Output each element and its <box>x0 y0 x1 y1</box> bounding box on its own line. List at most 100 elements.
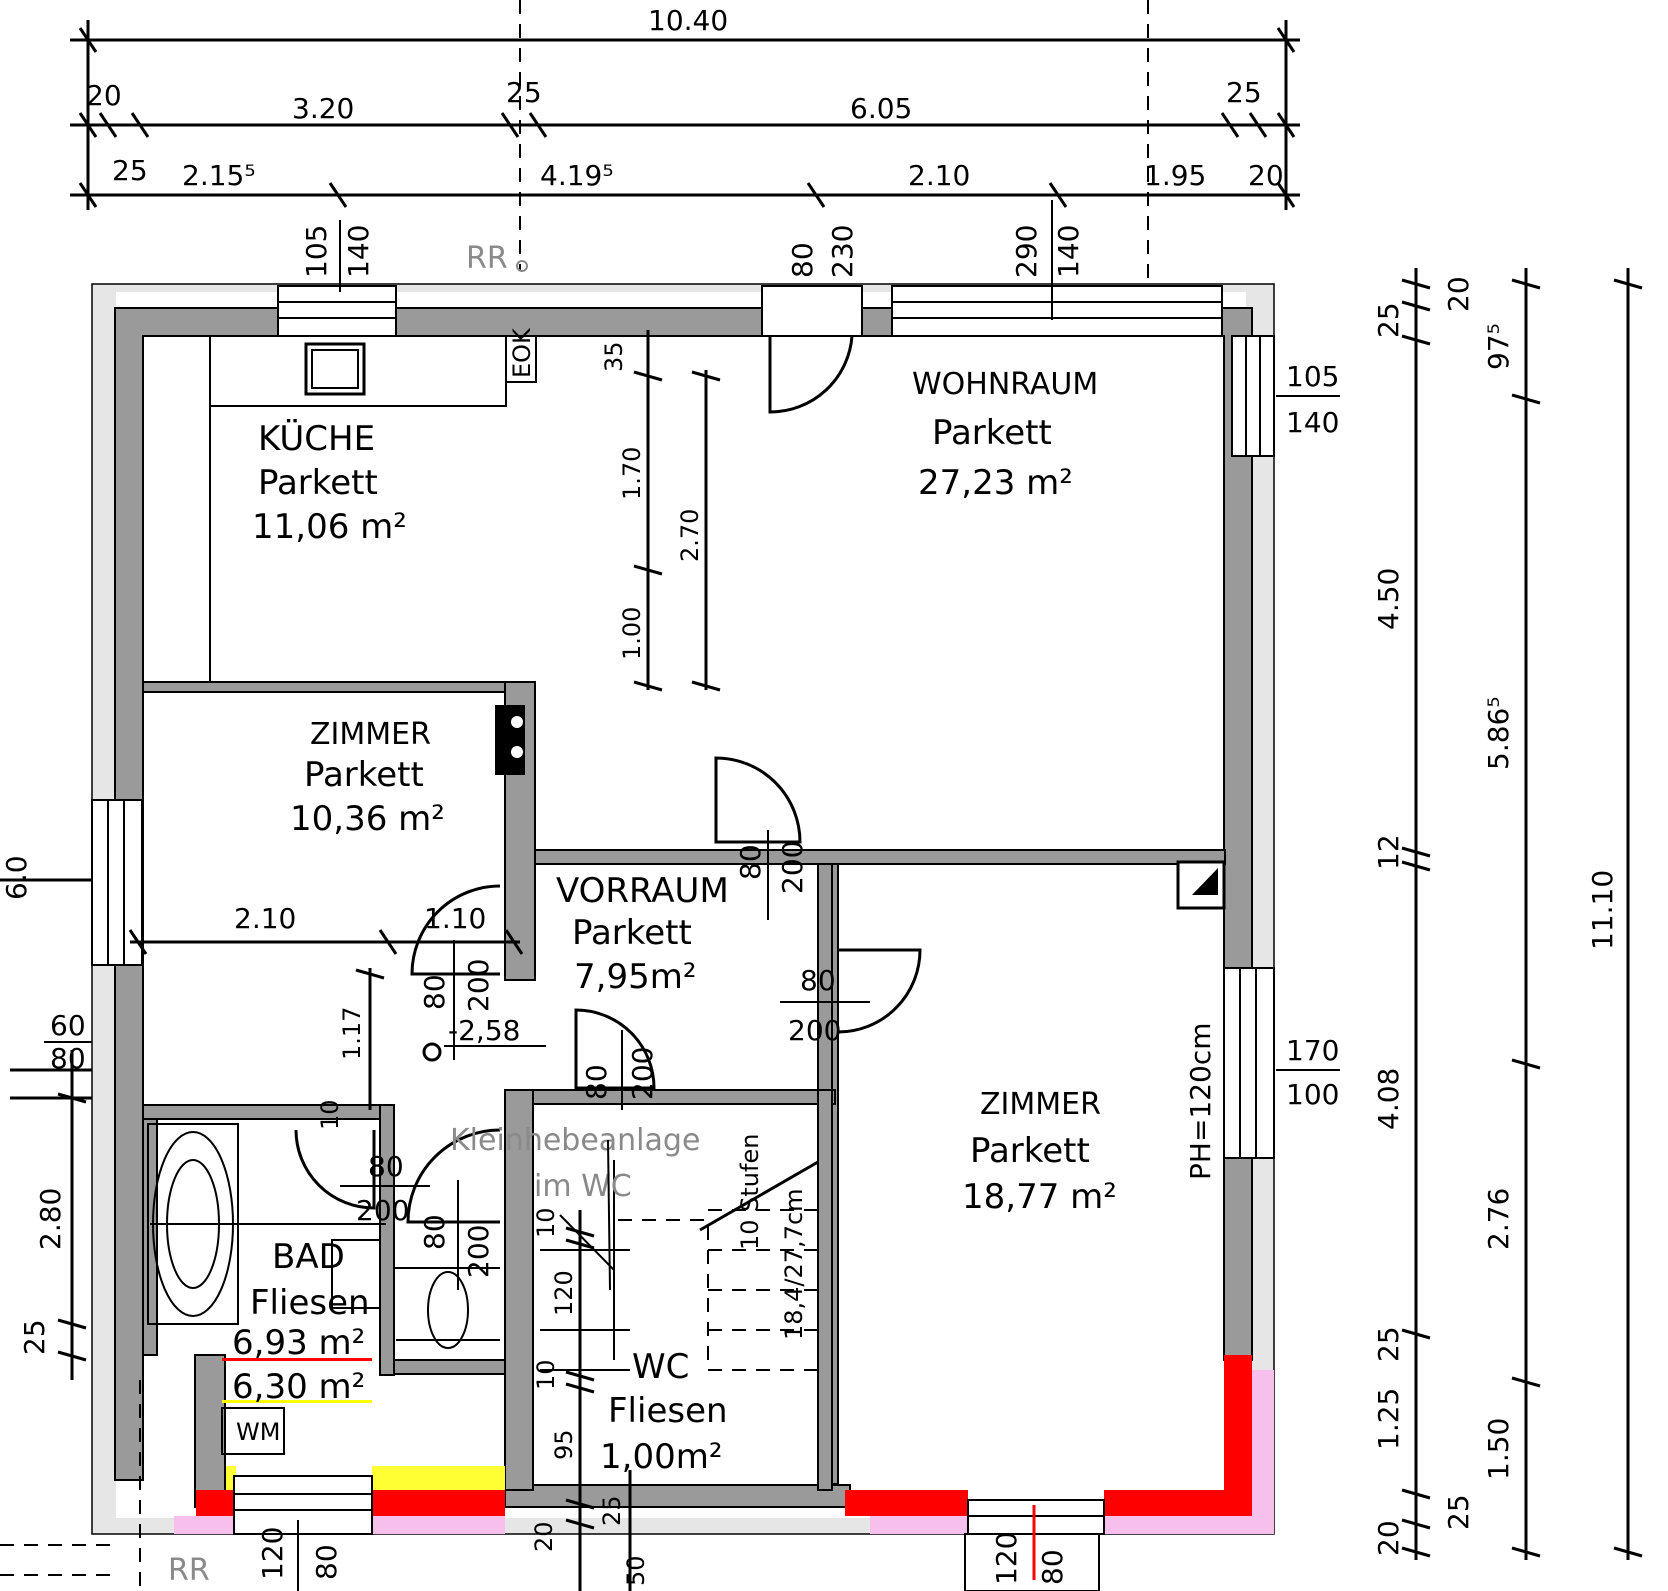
room-wc-floor: Fliesen <box>608 1391 728 1431</box>
win-kitchen-w: 105 <box>300 225 333 278</box>
dim-wohn-100: 1.00 <box>618 607 646 660</box>
stair-dim-20: 20 <box>530 1521 558 1552</box>
dim-left-window-60: 60 <box>50 1009 86 1042</box>
dim-left-window-80: 80 <box>50 1042 86 1075</box>
room-wc-name: WC <box>632 1347 689 1387</box>
dim-right-408: 4.08 <box>1372 1068 1405 1130</box>
win-bottom-left-w: 120 <box>256 1527 289 1580</box>
dim-left-25: 25 <box>18 1319 51 1355</box>
room-vorraum-floor: Parkett <box>572 913 692 953</box>
dim-top-320: 3.20 <box>292 92 354 125</box>
win-bottom-left-h: 80 <box>310 1544 343 1580</box>
dim-top-25a: 25 <box>506 76 542 109</box>
win-wohn-door-h: 230 <box>826 225 859 278</box>
wc-door-80: 80 <box>418 1214 451 1250</box>
dim-zimmer-110: 1.10 <box>424 902 486 935</box>
stair-dims: 10 120 10 95 20 25 50 10 Stufen 18,4/27,… <box>530 1134 808 1591</box>
kitchen-fixtures: EOK <box>209 327 537 682</box>
stairs-count: 10 Stufen <box>736 1134 764 1250</box>
dim-top-20a: 20 <box>86 79 122 112</box>
left-dimension-chains: 6.0 60 80 2.80 25 <box>0 855 110 1380</box>
win-kitchen-h: 140 <box>342 225 375 278</box>
rr-top-label: RR <box>466 241 508 276</box>
room-kueche-area: 11,06 m² <box>252 507 407 547</box>
dim-top-25c: 25 <box>112 154 148 187</box>
door-gang-200: 200 <box>462 959 495 1012</box>
room-zimmer1-area: 10,36 m² <box>290 799 445 839</box>
dim-zimmer-117: 1.17 <box>338 1007 366 1060</box>
dim-left-280: 2.80 <box>34 1188 67 1250</box>
right-dimension-chains: 25 20 4.50 12 4.08 25 1.25 20 25 97⁵ 5.8… <box>1372 268 1643 1560</box>
stair-dim-50: 50 <box>622 1555 650 1586</box>
room-wc-area: 1,00m² <box>600 1437 722 1477</box>
kleinhebeanlage-label: Kleinhebeanlage <box>450 1123 700 1158</box>
dim-wohn-170: 1.70 <box>618 447 646 500</box>
dim-top-419: 4.19⁵ <box>540 159 614 192</box>
wm-label: WM <box>236 1418 280 1446</box>
windows <box>91 285 1275 1535</box>
room-wohn-area: 27,23 m² <box>918 463 1073 503</box>
dim-right-20a: 20 <box>1442 276 1475 312</box>
door-stair-80: 80 <box>580 1064 613 1100</box>
dim-top-215: 2.15⁵ <box>182 159 256 192</box>
window-labels: 105 140 80 230 290 140 105 140 170 100 1… <box>256 200 1340 1591</box>
bad-door-80: 80 <box>368 1150 404 1183</box>
door-vor-80: 80 <box>734 844 767 880</box>
room-vorraum-name: VORRAUM <box>556 871 729 911</box>
door-stair-200: 200 <box>626 1047 659 1100</box>
door-zim-80: 80 <box>800 964 836 997</box>
dim-right-25b: 25 <box>1372 1326 1405 1362</box>
zimmer1-dims: 2.10 1.10 1.17 <box>128 902 524 1110</box>
colored-strips <box>174 1355 1274 1534</box>
room-kueche-name: KÜCHE <box>258 418 375 459</box>
stair-dim-95: 95 <box>550 1429 578 1460</box>
win-wohn-w: 290 <box>1010 225 1043 278</box>
room-zimmer2-name: ZIMMER <box>980 1087 1101 1122</box>
room-wohn-floor: Parkett <box>932 413 1052 453</box>
dim-right-276: 2.76 <box>1482 1188 1515 1250</box>
win-bottom-right-w: 120 <box>990 1532 1023 1585</box>
room-wohn-name: WOHNRAUM <box>912 367 1098 402</box>
im-wc-label: im WC <box>534 1169 632 1204</box>
dim-right-12: 12 <box>1372 834 1405 870</box>
dim-right-975: 97⁵ <box>1482 323 1515 370</box>
win-wohn-side-h: 140 <box>1286 406 1339 439</box>
dim-right-150: 1.50 <box>1482 1418 1515 1480</box>
win-wohn-side-w: 105 <box>1286 360 1339 393</box>
wohnraum-dims: 35 1.70 2.70 1.00 <box>600 330 721 692</box>
bad-dim-10: 10 <box>316 1099 344 1130</box>
ph-label: PH=120cm <box>1184 1022 1217 1180</box>
eok-label: EOK <box>508 327 536 378</box>
dim-right-5865: 5.86⁵ <box>1482 696 1515 770</box>
dim-right-125: 1.25 <box>1372 1388 1405 1450</box>
room-zimmer1-name: ZIMMER <box>310 717 431 752</box>
door-labels: 80 200 80 200 80 200 -2,58 80 200 80 200… <box>316 830 870 1290</box>
top-dimension-chains: 10.40 20 3.20 25 6.05 25 25 2.15⁵ 4.19⁵ … <box>70 0 1300 850</box>
stair-dim-10b: 10 <box>532 1359 560 1390</box>
dim-top-210: 2.10 <box>908 159 970 192</box>
walls <box>91 283 1275 1535</box>
room-bad-area2: 6,30 m² <box>232 1367 365 1407</box>
dim-right-25c: 25 <box>1442 1494 1475 1530</box>
room-zimmer1-floor: Parkett <box>304 755 424 795</box>
dim-wohn-270: 2.70 <box>676 509 704 562</box>
stair-dim-10a: 10 <box>532 1207 560 1238</box>
room-zimmer2-area: 18,77 m² <box>962 1177 1117 1217</box>
stair-dim-120: 120 <box>550 1270 578 1316</box>
win-wohn-door-w: 80 <box>786 242 819 278</box>
room-bad-floor: Fliesen <box>250 1283 370 1323</box>
annotations: RR RR PH=120cm Kleinhebeanlage im WC <box>0 241 1217 1591</box>
dim-overall-width: 10.40 <box>648 4 728 37</box>
room-vorraum-area: 7,95m² <box>574 957 696 997</box>
dim-left-60: 6.0 <box>0 855 33 900</box>
stair-dim-25: 25 <box>598 1495 626 1526</box>
room-zimmer2-floor: Parkett <box>970 1131 1090 1171</box>
wc-door-200: 200 <box>462 1225 495 1278</box>
dim-right-25a: 25 <box>1372 302 1405 338</box>
bad-door-200: 200 <box>356 1194 409 1227</box>
room-labels: KÜCHE Parkett 11,06 m² WOHNRAUM Parkett … <box>232 367 1117 1477</box>
room-bad-name: BAD <box>272 1237 345 1277</box>
dim-top-195: 1.95 <box>1144 159 1206 192</box>
dim-top-605: 6.05 <box>850 92 912 125</box>
stairs-size: 18,4/27,7cm <box>780 1188 808 1340</box>
